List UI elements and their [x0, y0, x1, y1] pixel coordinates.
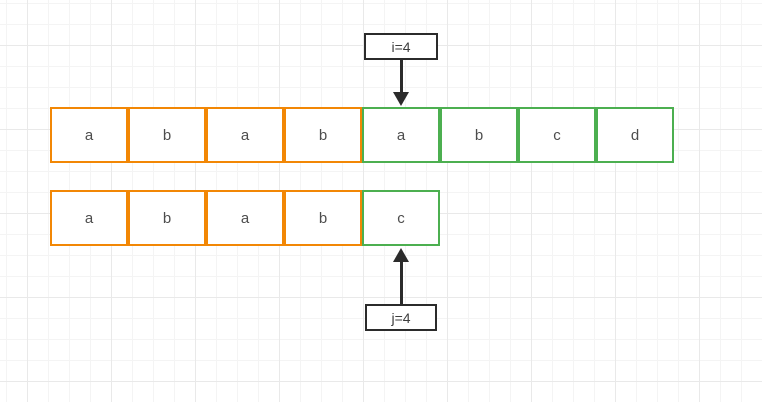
pattern-cell-4: c	[362, 190, 440, 246]
text-cell-0-label: a	[84, 126, 94, 144]
text-cell-4-label: a	[396, 126, 406, 144]
pattern-cell-0: a	[50, 190, 128, 246]
pointer-i-box: i=4	[364, 33, 438, 60]
text-cell-1-label: b	[162, 126, 172, 144]
pattern-cell-2: a	[206, 190, 284, 246]
text-cell-4: a	[362, 107, 440, 163]
pattern-cell-1: b	[128, 190, 206, 246]
text-cell-6-label: c	[553, 126, 561, 144]
text-cell-2-label: a	[240, 126, 250, 144]
pattern-array-row: a b a b c	[50, 190, 440, 246]
pattern-cell-2-label: a	[240, 209, 250, 227]
text-cell-0: a	[50, 107, 128, 163]
arrow-up-icon	[393, 248, 409, 262]
text-cell-7-label: d	[630, 126, 640, 144]
text-cell-1: b	[128, 107, 206, 163]
arrow-down-icon	[393, 92, 409, 106]
pointer-j-label: j=4	[391, 309, 411, 326]
text-cell-2: a	[206, 107, 284, 163]
pattern-cell-0-label: a	[84, 209, 94, 227]
pattern-cell-3: b	[284, 190, 362, 246]
text-cell-7: d	[596, 107, 674, 163]
text-cell-3-label: b	[318, 126, 328, 144]
arrow-down-shaft	[400, 59, 403, 93]
pattern-cell-4-label: c	[397, 209, 405, 227]
pointer-i-label: i=4	[391, 38, 411, 55]
pointer-j-box: j=4	[365, 304, 437, 331]
text-cell-5: b	[440, 107, 518, 163]
arrow-up-shaft	[400, 261, 403, 305]
text-cell-5-label: b	[474, 126, 484, 144]
pattern-cell-3-label: b	[318, 209, 328, 227]
text-cell-3: b	[284, 107, 362, 163]
text-array-row: a b a b a b c d	[50, 107, 674, 163]
pattern-cell-1-label: b	[162, 209, 172, 227]
text-cell-6: c	[518, 107, 596, 163]
